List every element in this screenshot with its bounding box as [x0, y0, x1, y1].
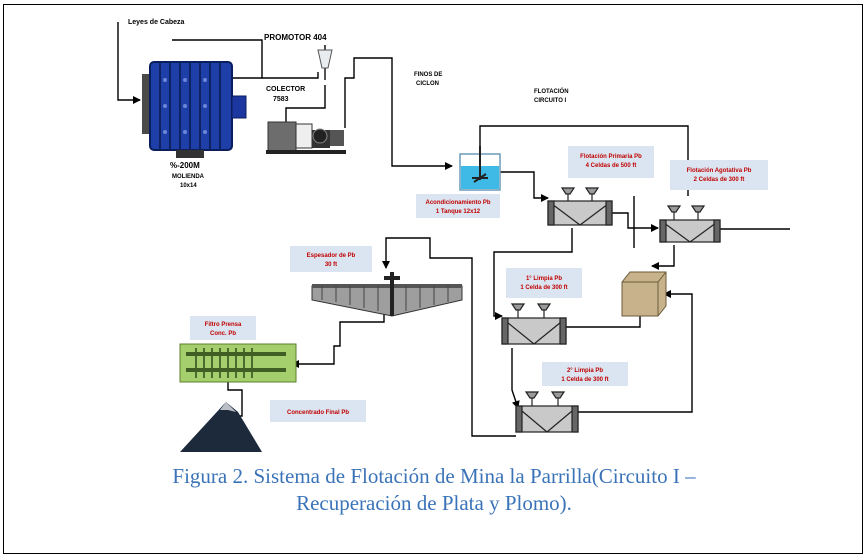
box-espesador-line2: 30 ft: [325, 262, 337, 268]
figure-frame: [3, 4, 863, 554]
box-agotativa-line2: 2 Celdas de 300 ft: [694, 177, 745, 183]
box-concentrado-line: Concentrado Final Pb: [287, 410, 349, 416]
cyclone-pump: [266, 49, 346, 154]
box-espesador-line1: Espesador de Pb: [307, 253, 356, 259]
cell-primaria: [547, 187, 613, 226]
label-finos-2: CICLON: [416, 81, 439, 87]
box-acond-line2: 1 Tanque 12x12: [436, 209, 481, 215]
caption-line-2: Recuperación de Plata y Plomo).: [296, 491, 572, 515]
box-primaria: [568, 146, 654, 178]
label-flot-2: CIRCUITO I: [534, 98, 567, 104]
box-filtro-line1: Filtro Prensa: [205, 322, 242, 328]
box-espesador: [290, 246, 372, 272]
box-primaria-line2: 4 Celdas de 500 ft: [586, 163, 637, 169]
box-acondicionamiento: [416, 194, 500, 218]
box-concentrado: [270, 400, 366, 422]
thickener: [311, 272, 463, 317]
box-limpia2-line1: 2° Limpia Pb: [567, 368, 603, 374]
box-limpia1-line1: 1° Limpia Pb: [526, 276, 562, 282]
label-colector-1: COLECTOR: [266, 86, 305, 93]
label-flot-1: FLOTACIÓN: [534, 87, 569, 95]
label-molienda-1: %-200M: [170, 161, 200, 170]
box-filtro: [190, 316, 256, 340]
box-primaria-line1: Flotación Primaria Pb: [580, 154, 642, 160]
flotation-cells: [501, 187, 721, 433]
box-filtro-line2: Conc. Pb: [210, 331, 236, 337]
info-boxes: [190, 146, 768, 422]
caption-line-1: Figura 2. Sistema de Flotación de Mina l…: [172, 464, 696, 488]
box-agotativa: [670, 160, 768, 190]
label-molienda-3: 10x14: [180, 183, 197, 189]
box-limpia1-line2: 1 Celda de 300 ft: [520, 285, 567, 291]
cell-limpia-1: [501, 303, 567, 345]
label-leyes: Leyes de Cabeza: [128, 19, 185, 26]
conditioning-tank: [459, 146, 501, 191]
box-limpia-2: [542, 362, 628, 386]
label-molienda-2: MOLIENDA: [172, 174, 205, 180]
box-limpia2-line2: 1 Celda de 300 ft: [561, 377, 608, 383]
filter-press: [179, 343, 297, 383]
box-limpia-1: [506, 268, 582, 298]
label-finos-1: FINOS DE: [414, 72, 442, 78]
ball-mill: [142, 61, 247, 158]
label-promotor: PROMOTOR 404: [264, 33, 327, 42]
label-colector-2: 7583: [273, 96, 289, 103]
pump-box: [621, 271, 667, 317]
flow-lines: [117, 22, 790, 437]
box-acond-line1: Acondicionamiento Pb: [425, 200, 490, 206]
box-agotativa-line1: Flotación Agotativa Pb: [687, 168, 752, 174]
cell-limpia-2: [515, 391, 579, 433]
cell-agotativa: [659, 205, 721, 243]
concentrate-pile: [180, 402, 262, 452]
